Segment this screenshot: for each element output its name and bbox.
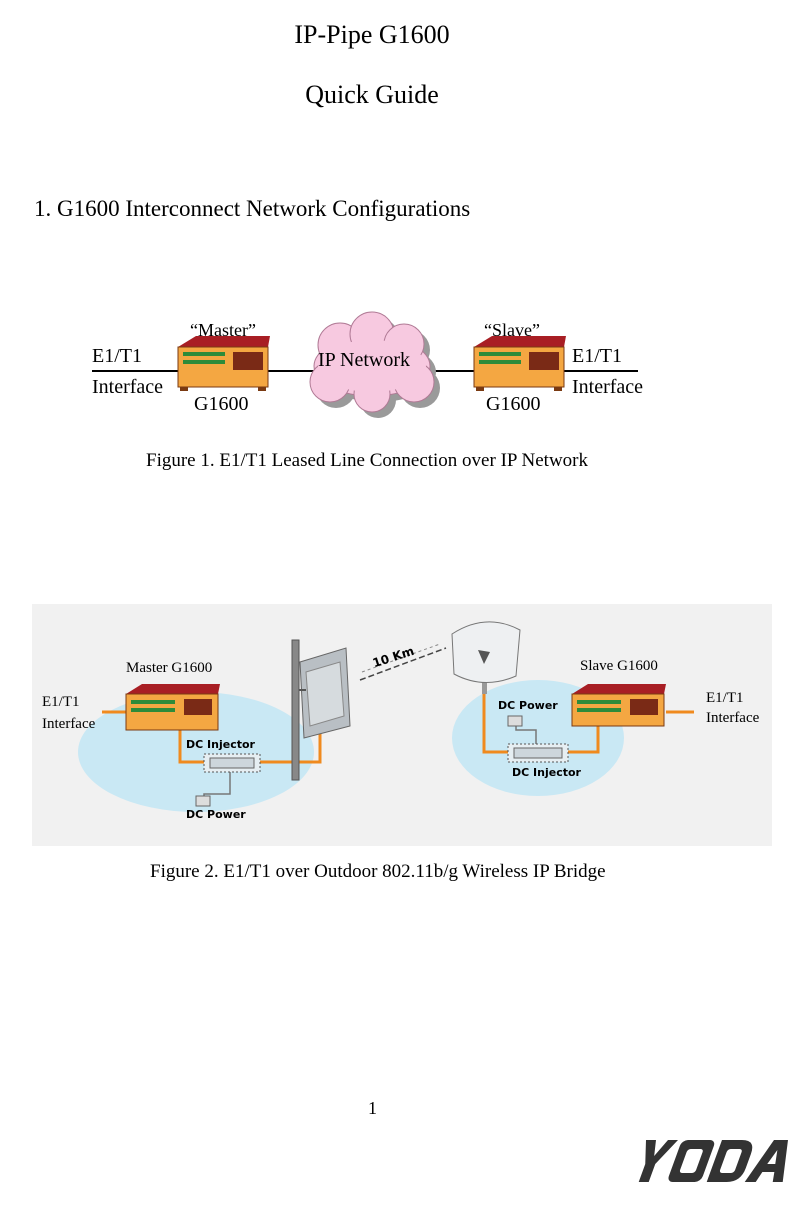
slave-antenna <box>451 621 521 694</box>
slave-role-label: “Slave” <box>484 320 540 340</box>
fig2-right-interface-2: Interface <box>706 710 760 726</box>
left-interface-label: E1/T1 <box>92 345 142 367</box>
master-power-adapter <box>195 795 211 807</box>
right-dc-power-label: DC Power <box>498 699 558 712</box>
ip-network-cloud <box>309 311 440 418</box>
figure-1-caption: Figure 1. E1/T1 Leased Line Connection o… <box>146 450 588 471</box>
master-g1600-label: Master G1600 <box>126 660 213 676</box>
ip-network-label: IP Network <box>318 349 411 371</box>
slave-dc-injector <box>507 743 569 763</box>
master-dc-injector <box>203 753 261 773</box>
right-interface-label: E1/T1 <box>572 345 622 367</box>
master-role-label: “Master” <box>190 320 256 340</box>
document-title: IP-Pipe G1600 <box>294 20 450 49</box>
master-device-label: G1600 <box>194 393 249 415</box>
master-antenna <box>291 639 351 781</box>
slave-g1600-label: Slave G1600 <box>580 658 658 674</box>
figure-2-master-device <box>125 684 220 731</box>
wireless-link <box>359 643 447 681</box>
master-device <box>177 336 270 391</box>
left-dc-injector-label: DC Injector <box>186 738 255 751</box>
left-dc-power-label: DC Power <box>186 808 246 821</box>
fig2-right-interface: E1/T1 <box>706 690 744 706</box>
fig2-left-interface-2: Interface <box>42 716 96 732</box>
document-subtitle: Quick Guide <box>305 80 439 109</box>
figure-2-slave-device <box>571 684 666 727</box>
section-heading: 1. G1600 Interconnect Network Configurat… <box>34 196 471 221</box>
left-interface-label-2: Interface <box>92 376 164 398</box>
slave-device <box>473 336 566 391</box>
slave-power-adapter <box>507 715 523 727</box>
right-dc-injector-label: DC Injector <box>512 766 581 779</box>
figure-2-caption: Figure 2. E1/T1 over Outdoor 802.11b/g W… <box>150 861 606 882</box>
right-interface-label-2: Interface <box>572 376 644 398</box>
slave-cables <box>482 690 694 754</box>
fig2-left-interface: E1/T1 <box>42 694 80 710</box>
page-number: 1 <box>368 1098 377 1118</box>
slave-device-label: G1600 <box>486 393 541 415</box>
